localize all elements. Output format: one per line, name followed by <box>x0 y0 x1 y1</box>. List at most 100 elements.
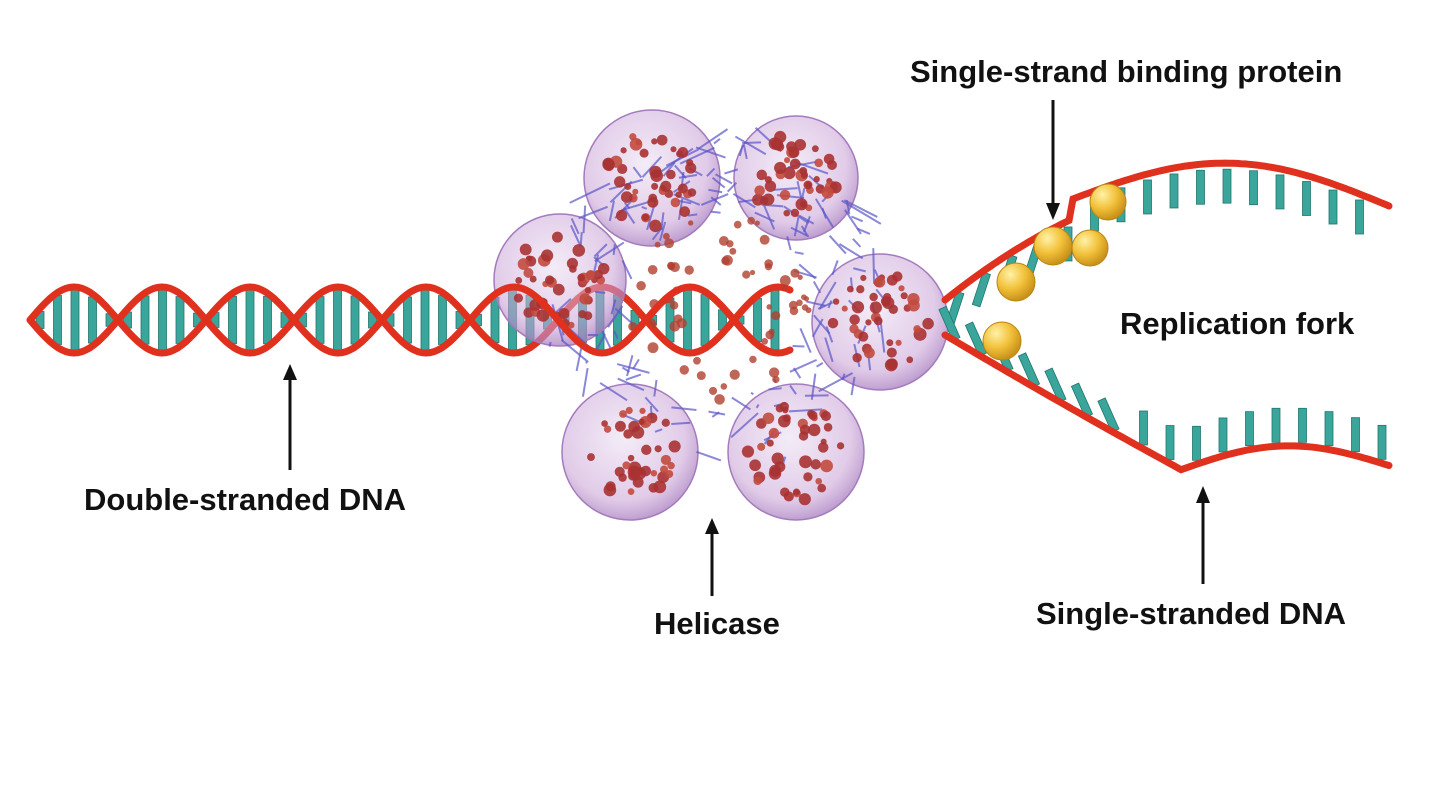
protein-bead <box>808 423 821 437</box>
linker-segment <box>879 318 886 353</box>
protein-bead <box>517 258 530 270</box>
protein-bead <box>579 293 591 305</box>
linker-segment <box>841 373 846 381</box>
protein-bead <box>795 198 808 211</box>
protein-bead <box>754 185 765 196</box>
linker-segment <box>581 367 589 397</box>
protein-bead <box>650 169 664 183</box>
protein-bead <box>720 383 728 390</box>
linker-segment <box>599 382 628 402</box>
protein-bead <box>614 420 626 432</box>
linker-segment <box>632 166 643 179</box>
protein-bead <box>836 442 845 450</box>
protein-bead <box>895 339 902 346</box>
protein-bead <box>810 459 821 470</box>
protein-bead <box>813 176 820 183</box>
linker-segment <box>856 227 871 235</box>
linker-segment <box>695 146 726 159</box>
linker-segment <box>579 232 583 246</box>
protein-bead <box>774 161 787 175</box>
label-double-stranded-dna: Double-stranded DNA <box>84 482 407 517</box>
linker-segment <box>792 367 802 379</box>
protein-bead <box>649 219 662 233</box>
protein-bead <box>778 414 791 428</box>
linker-segment <box>813 314 831 335</box>
linker-segment <box>613 330 619 340</box>
linker-segment <box>799 327 812 353</box>
linker-segment <box>811 318 824 338</box>
single-strand-backbone-top <box>941 159 1393 304</box>
linker-segment <box>755 404 760 409</box>
base-pair <box>175 296 185 344</box>
linker-segment <box>850 376 856 396</box>
protein-bead <box>856 285 865 294</box>
protein-bead <box>801 304 809 311</box>
protein-bead <box>798 431 809 441</box>
linker-segment <box>845 199 851 215</box>
single-strand-base <box>1324 411 1334 447</box>
label-arrows <box>283 100 1210 596</box>
single-strand-backbone-bottom <box>941 331 1393 474</box>
linker-segment <box>734 135 767 156</box>
protein-bead <box>667 261 676 270</box>
protein-bead <box>762 412 775 424</box>
up-arrow-icon <box>1196 486 1210 503</box>
linker-segment <box>678 174 698 179</box>
single-strand-base <box>1328 189 1338 225</box>
dna-backbone-strand-front <box>26 283 794 357</box>
protein-bead <box>823 423 833 432</box>
protein-bead <box>779 401 789 412</box>
protein-bead <box>640 465 652 477</box>
base-pair <box>333 289 342 351</box>
protein-bead <box>749 269 756 276</box>
linker-segment <box>789 384 797 395</box>
single-strand-backbones <box>941 159 1393 474</box>
protein-bead <box>519 243 532 256</box>
protein-bead <box>759 234 770 245</box>
linker-segment <box>814 198 835 229</box>
protein-bead <box>846 285 854 293</box>
protein-bead <box>709 386 718 395</box>
linker-segment <box>853 267 866 273</box>
protein-bead <box>886 274 898 286</box>
protein-bead <box>696 371 706 381</box>
base-pair <box>140 295 150 345</box>
protein-bead <box>882 293 892 302</box>
protein-bead <box>768 328 775 335</box>
linker-segment <box>660 212 665 231</box>
protein-bead <box>660 180 672 192</box>
protein-bead <box>741 445 755 458</box>
protein-bead <box>618 473 627 482</box>
ssb-protein-sphere-icon <box>996 262 1036 302</box>
linker-segment <box>726 181 738 193</box>
linker-segment <box>818 372 854 393</box>
protein-bead <box>641 213 649 221</box>
protein-bead <box>900 292 908 300</box>
protein-bead <box>841 305 848 312</box>
linker-segment <box>794 251 804 255</box>
protein-bead <box>664 238 674 249</box>
protein-bead <box>613 176 626 188</box>
linker-segment <box>792 344 805 348</box>
linker-segment <box>731 396 751 411</box>
protein-bead <box>632 188 639 195</box>
linker-segment <box>607 305 624 328</box>
linker-segment <box>671 406 697 411</box>
label-single-strand-binding-protein: Single-strand binding protein <box>910 54 1343 89</box>
protein-bead <box>615 209 628 222</box>
linker-segment <box>730 412 759 439</box>
protein-bead <box>726 240 734 248</box>
linker-segment <box>632 358 640 370</box>
base-pair <box>315 296 325 344</box>
protein-bead <box>670 197 681 208</box>
linker-segment <box>844 209 862 235</box>
protein-bead <box>638 418 645 425</box>
protein-bead <box>764 259 774 268</box>
base-pair <box>245 289 255 351</box>
linker-segment <box>593 243 608 258</box>
linker-segment <box>761 203 784 208</box>
replication-fork <box>938 159 1393 474</box>
linker-segment <box>750 391 754 396</box>
protein-bead <box>768 137 782 150</box>
protein-bead <box>768 427 780 439</box>
